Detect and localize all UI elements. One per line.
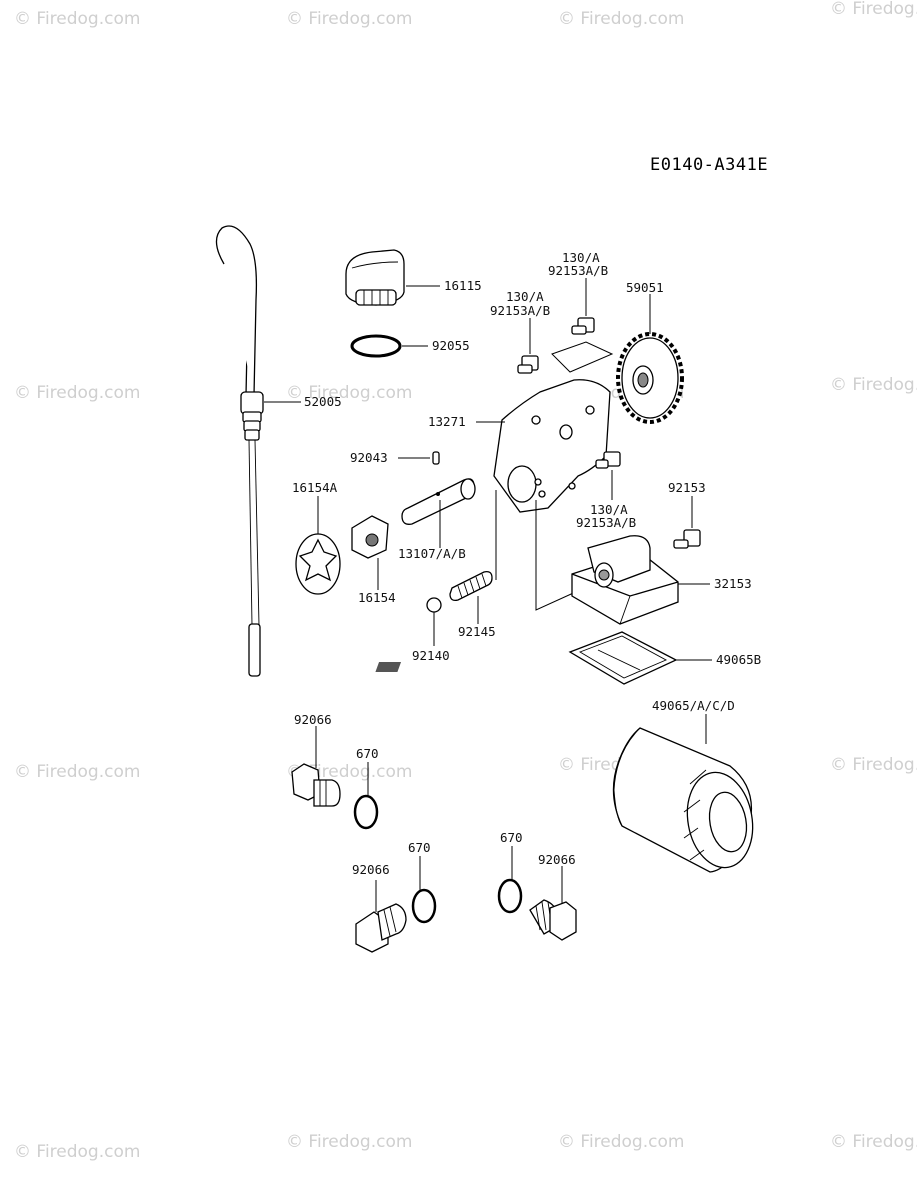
oil-filter (612, 727, 754, 873)
bolt-left (517, 355, 539, 374)
drain-plug-2 (355, 903, 407, 953)
inner-rotor (351, 515, 389, 559)
diagram-code: E0140-A341E (650, 155, 768, 175)
callout-oil-filler-cap: 16115 (444, 278, 482, 293)
callout-dipstick: 52005 (304, 394, 342, 409)
callout-oil-filter: 49065/A/C/D (652, 698, 735, 713)
watermark: © Firedog.com (830, 375, 917, 395)
watermark: © Firedog.com (558, 1132, 684, 1152)
gasket-2 (411, 888, 437, 924)
cap-o-ring (350, 334, 402, 358)
callout-strainer: 32153 (714, 576, 752, 591)
callout-drain-plug-2: 92066 (352, 862, 390, 877)
bolt-lower (595, 451, 621, 469)
watermark: © Firedog.com (558, 9, 684, 29)
callout-bolt-left-1: 130/A (506, 289, 544, 304)
gasket-1 (353, 794, 379, 830)
callout-shaft: 13107/A/B (398, 546, 466, 561)
shaft (401, 478, 476, 525)
callout-inner-rotor: 16154 (358, 590, 396, 605)
oil-filler-cap (345, 249, 405, 306)
watermark: © Firedog.com (14, 1142, 140, 1162)
pin (432, 451, 440, 465)
ball (426, 597, 442, 613)
watermark: © Firedog.com (286, 9, 412, 29)
gear (616, 332, 684, 424)
callout-pump-cover: 13271 (428, 414, 466, 429)
strainer (571, 535, 679, 625)
callout-gasket-1: 670 (356, 746, 379, 761)
callout-ball: 92140 (412, 648, 450, 663)
callout-spring: 92145 (458, 624, 496, 639)
watermark: © Firedog.com (830, 755, 917, 775)
callout-outer-rotor: 16154A (292, 480, 338, 495)
callout-drain-plug-1: 92066 (294, 712, 332, 727)
callout-gasket-2: 670 (408, 840, 431, 855)
callout-bolt-lower-1: 130/A (590, 502, 628, 517)
callout-gear: 59051 (626, 280, 664, 295)
callout-bolt-right: 92153 (668, 480, 706, 495)
watermark: © Firedog.com (830, 1132, 917, 1152)
callout-pin: 92043 (350, 450, 388, 465)
drain-plug-3 (529, 899, 577, 941)
watermark: © Firedog.com (14, 762, 140, 782)
callout-cap-o-ring: 92055 (432, 338, 470, 353)
dipstick (215, 225, 264, 677)
screen (375, 631, 678, 685)
spring (449, 570, 493, 602)
drain-plug-1 (291, 763, 341, 807)
pump-cover (493, 379, 611, 513)
bolt-right (673, 529, 701, 549)
callout-bolt-top-2: 92153A/B (548, 263, 608, 278)
watermark: © Firedog.com (286, 383, 412, 403)
watermark: © Firedog.com (14, 9, 140, 29)
callout-bolt-top-1: 130/A (562, 250, 600, 265)
callout-screen: 49065B (716, 652, 761, 667)
watermark: © Firedog.com (830, 0, 917, 19)
callout-bolt-left-2: 92153A/B (490, 303, 550, 318)
gasket-3 (497, 878, 523, 914)
outer-rotor (295, 533, 341, 595)
callout-drain-plug-3: 92066 (538, 852, 576, 867)
watermark: © Firedog.com (286, 1132, 412, 1152)
bolt-top (571, 317, 595, 335)
callout-bolt-lower-2: 92153A/B (576, 515, 636, 530)
callout-gasket-3: 670 (500, 830, 523, 845)
watermark: © Firedog.com (14, 383, 140, 403)
